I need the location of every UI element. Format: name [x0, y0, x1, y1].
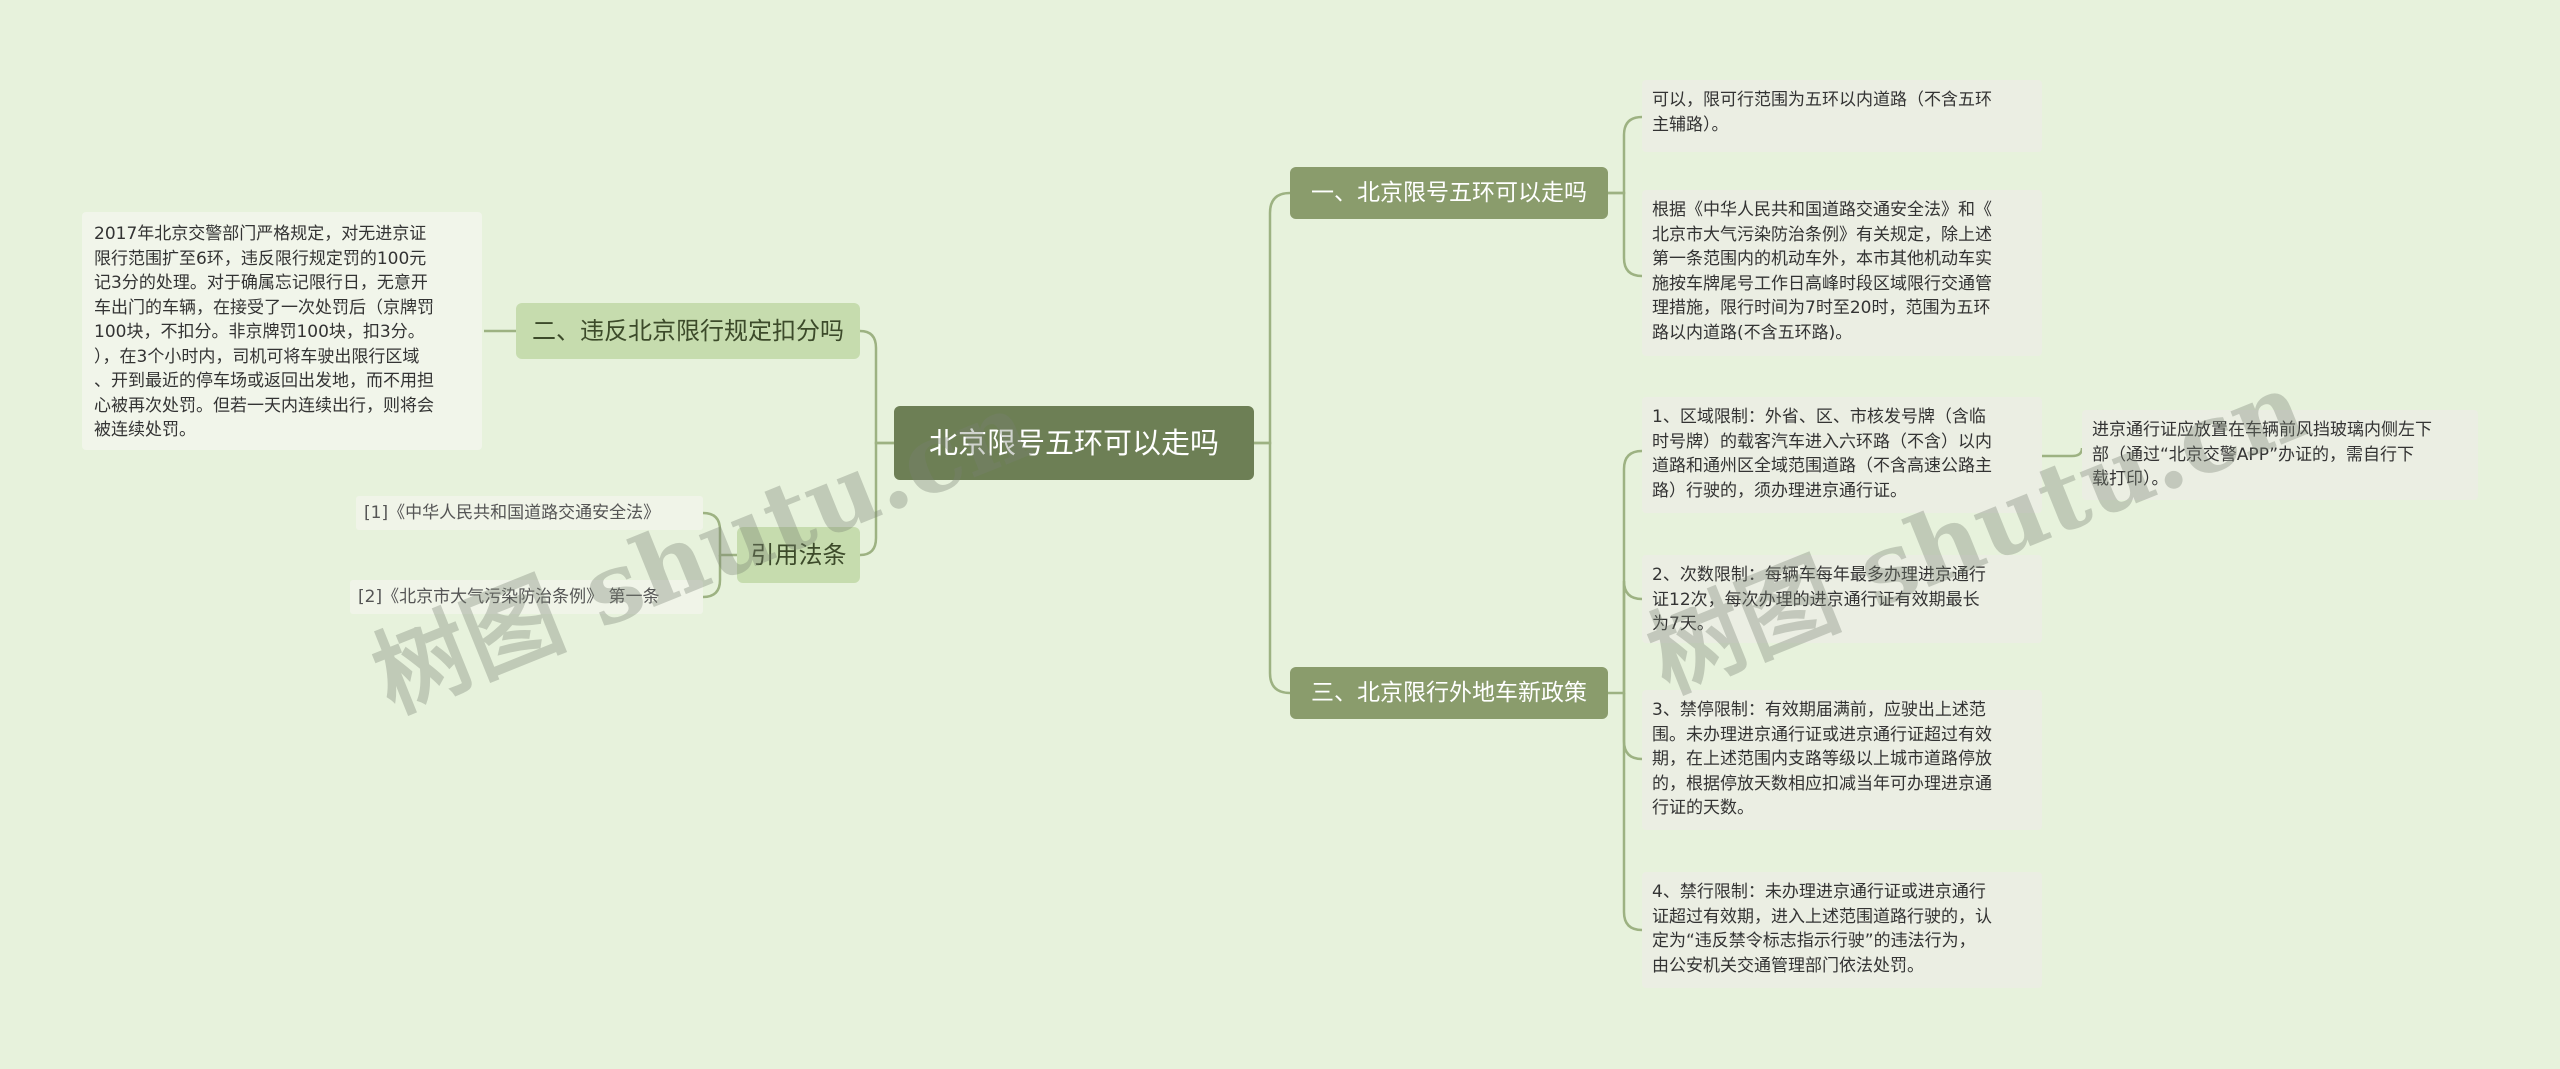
leaf-penalty-detail[interactable]: 2017年北京交警部门严格规定，对无进京证 限行范围扩至6环，违反限行规定罚的1…	[82, 212, 482, 450]
leaf-area-restriction[interactable]: 1、区域限制：外省、区、市核发号牌（含临 时号牌）的载客汽车进入六环路（不含）以…	[1642, 397, 2042, 513]
branch-outside-car-policy[interactable]: 三、北京限行外地车新政策	[1290, 667, 1608, 719]
root-topic[interactable]: 北京限号五环可以走吗	[894, 406, 1254, 480]
leaf-driving-restriction[interactable]: 4、禁行限制：未办理进京通行证或进京通行 证超过有效期，进入上述范围道路行驶的，…	[1642, 872, 2042, 988]
ref-air-pollution-regulation[interactable]: [2]《北京市大气污染防治条例》 第一条	[350, 580, 703, 614]
leaf-parking-restriction[interactable]: 3、禁停限制：有效期届满前，应驶出上述范 围。未办理进京通行证或进京通行证超过有…	[1642, 690, 2042, 830]
branch-five-ring[interactable]: 一、北京限号五环可以走吗	[1290, 167, 1608, 219]
leaf-permit-placement[interactable]: 进京通行证应放置在车辆前风挡玻璃内侧左下 部（通过“北京交警APP”办证的，需自…	[2082, 410, 2478, 500]
leaf-five-ring-law[interactable]: 根据《中华人民共和国道路交通安全法》和《 北京市大气污染防治条例》有关规定，除上…	[1642, 190, 2042, 356]
leaf-five-ring-answer[interactable]: 可以，限可行范围为五环以内道路（不含五环 主辅路）。	[1642, 80, 2042, 152]
leaf-count-restriction[interactable]: 2、次数限制：每辆车每年最多办理进京通行 证12次，每次办理的进京通行证有效期最…	[1642, 555, 2042, 643]
ref-traffic-safety-law[interactable]: [1]《中华人民共和国道路交通安全法》	[356, 496, 703, 530]
branch-penalty-points[interactable]: 二、违反北京限行规定扣分吗	[516, 303, 860, 359]
branch-cited-laws[interactable]: 引用法条	[737, 527, 860, 583]
